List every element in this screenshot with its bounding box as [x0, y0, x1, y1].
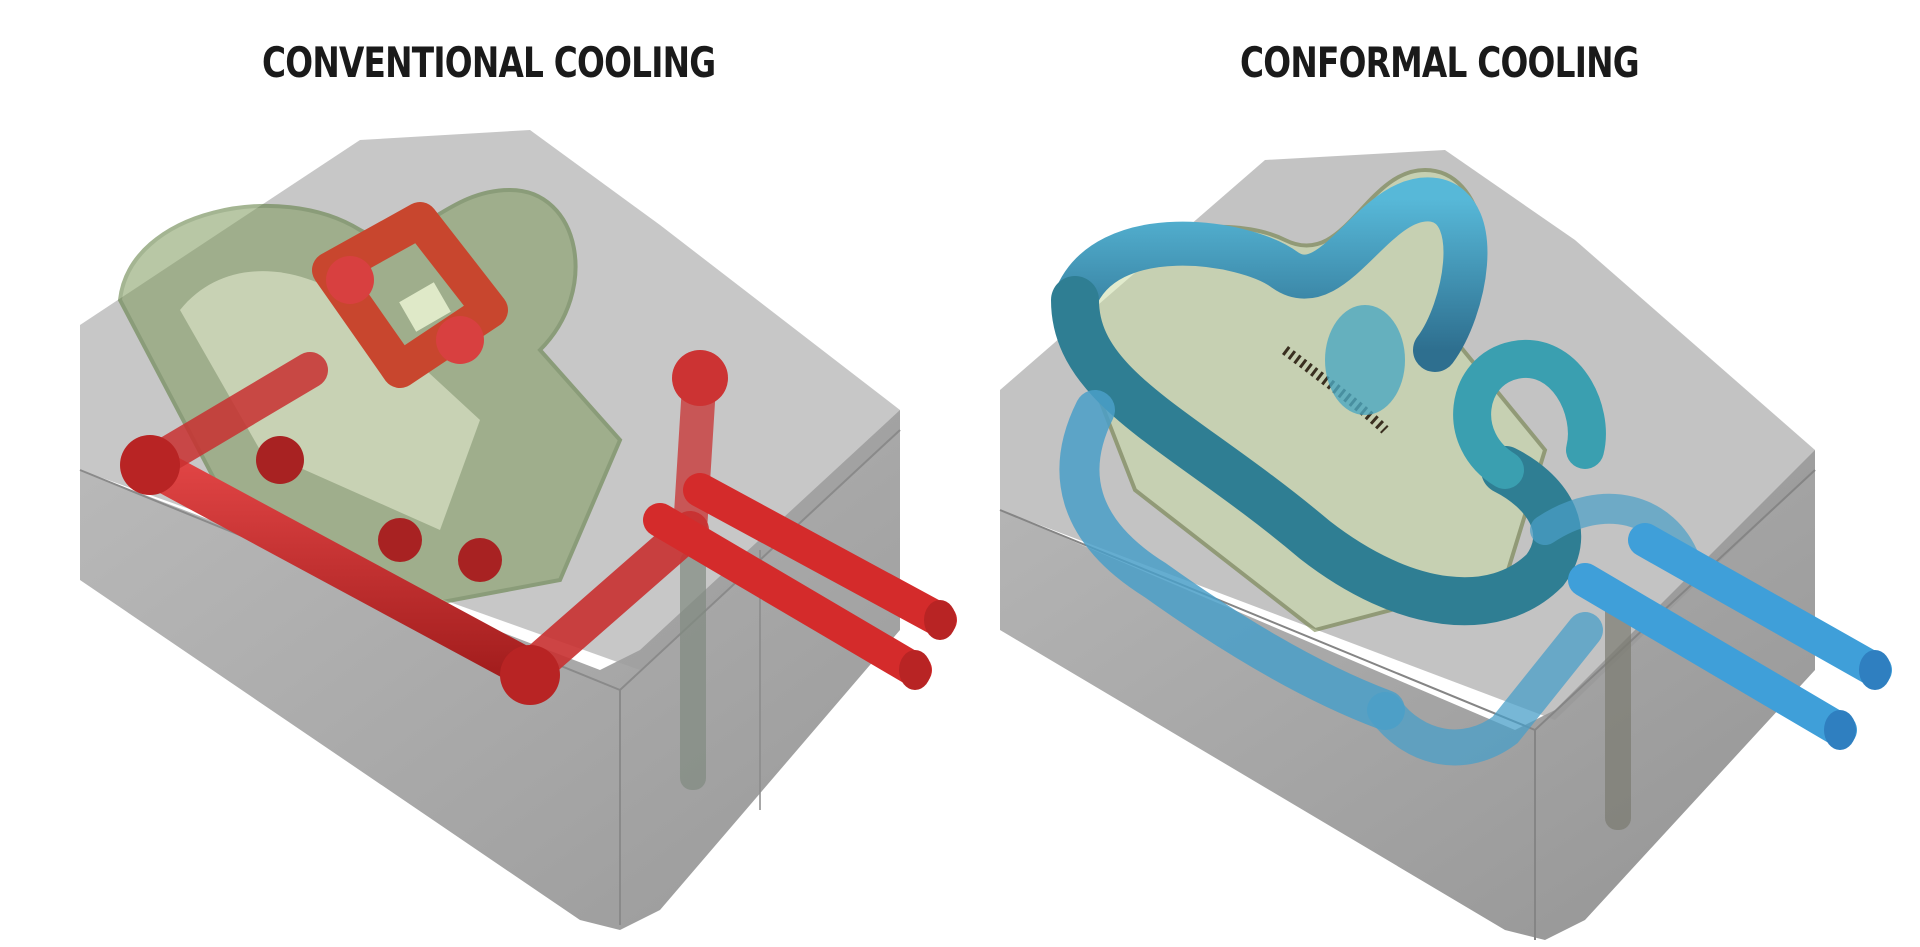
conformal-cooling-illustration [985, 110, 1920, 947]
mold-block-conformal [999, 150, 1892, 940]
conformal-cooling-channels [1051, 177, 1892, 766]
conventional-cooling-title: CONVENTIONAL COOLING [262, 38, 716, 87]
mold-block-conventional [79, 130, 957, 930]
conventional-cooling-channels [120, 202, 957, 705]
conformal-cooling-title: CONFORMAL COOLING [1240, 38, 1640, 87]
conventional-cooling-illustration [60, 110, 1000, 940]
